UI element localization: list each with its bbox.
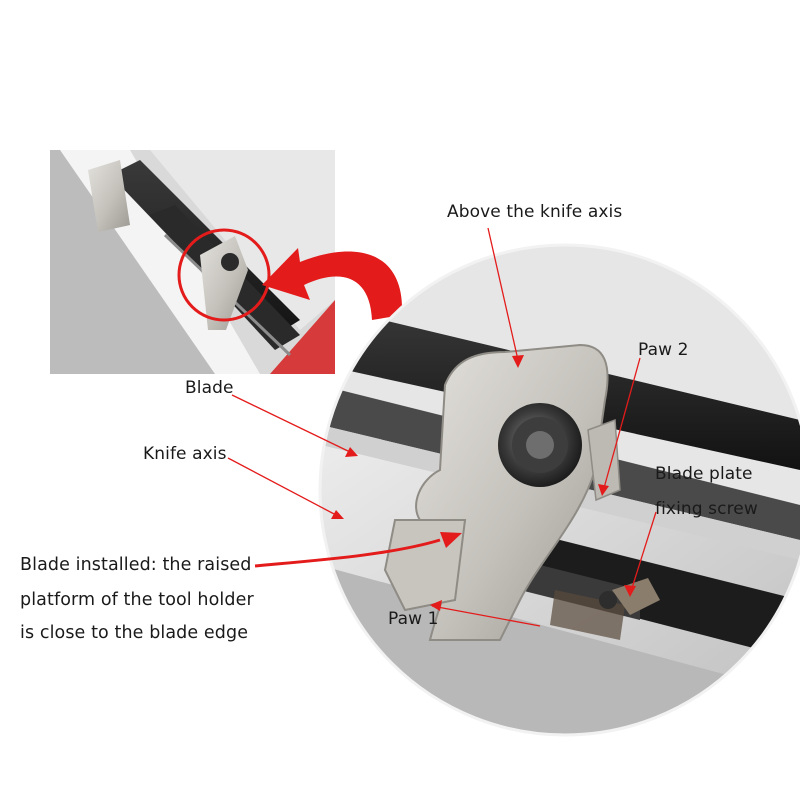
label-blade-installed-line3: is close to the blade edge: [20, 623, 249, 643]
annotation-lines: [227, 227, 657, 627]
blade-installed-arrow-icon: [254, 538, 441, 568]
inset-photo: [50, 150, 335, 374]
label-blade: Blade: [185, 378, 234, 398]
label-blade-installed-line2: platform of the tool holder: [20, 590, 254, 610]
label-paw-2: Paw 2: [638, 340, 689, 360]
label-knife-axis: Knife axis: [143, 444, 227, 464]
blade-installed-arrowhead-icon: [440, 532, 462, 548]
label-above-knife-axis: Above the knife axis: [447, 202, 623, 222]
label-blade-installed-line1: Blade installed: the raised: [20, 555, 252, 575]
inset-highlight-circle: [177, 228, 271, 322]
label-paw-1: Paw 1: [388, 609, 439, 629]
magnified-view: [320, 245, 800, 735]
label-fixing-screw: fixing screw: [655, 499, 758, 519]
zoom-arrow-icon: [262, 248, 403, 320]
label-blade-plate: Blade plate: [655, 464, 753, 484]
magnified-circle-border: [318, 243, 800, 737]
